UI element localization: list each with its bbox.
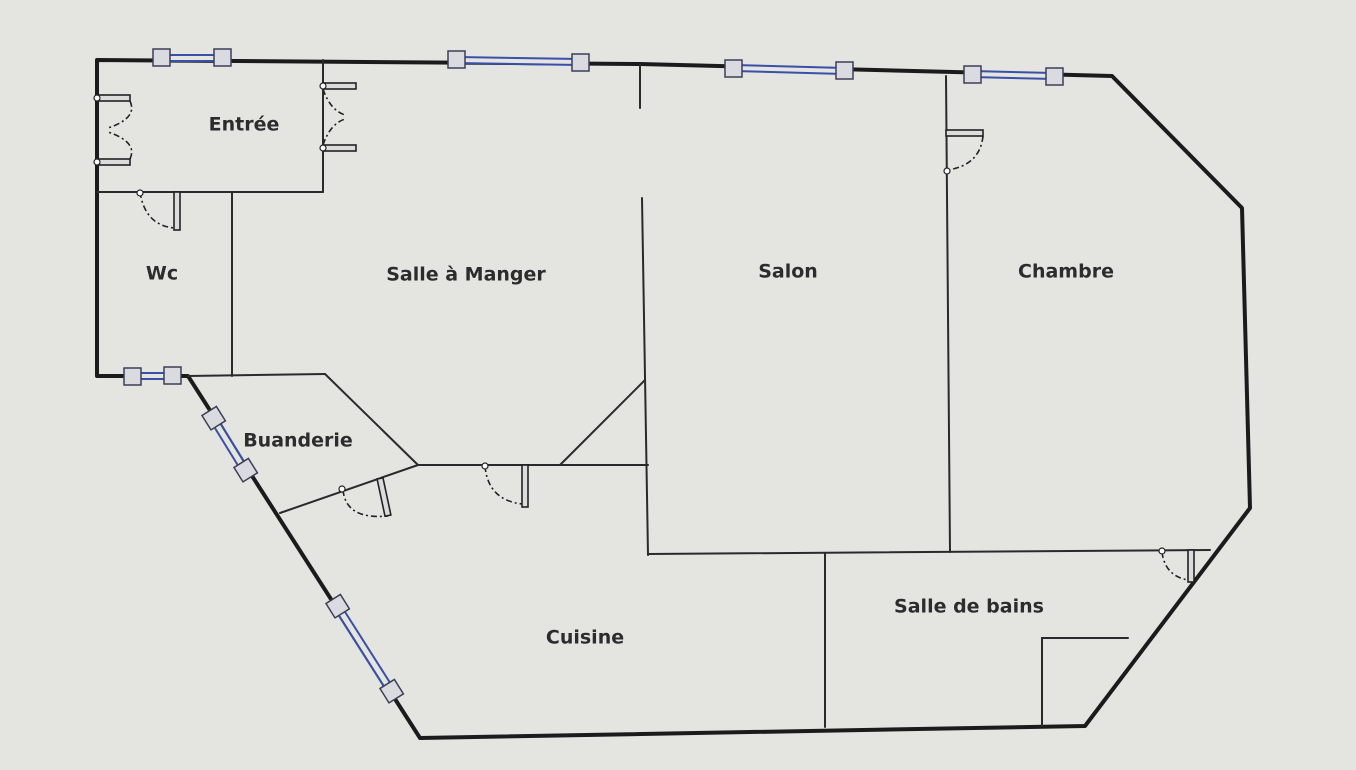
label-salle-a-manger: Salle à Manger <box>386 264 546 286</box>
wall-buanderie-bottom <box>279 464 419 514</box>
window-cuisine <box>324 593 405 704</box>
doors <box>93 82 1195 583</box>
door-wc <box>136 189 181 231</box>
wall-salon-left <box>641 197 649 556</box>
wall-buanderie-top <box>187 373 326 377</box>
label-buanderie: Buanderie <box>243 430 353 452</box>
window-chambre <box>963 65 1064 86</box>
door-chambre <box>943 129 984 175</box>
wall-salon-bottom <box>647 549 1211 555</box>
label-entree: Entrée <box>209 114 280 136</box>
door-cuisine <box>481 462 529 508</box>
door-entree-dining <box>319 82 357 152</box>
shower-outline <box>1041 637 1129 727</box>
window-salon <box>724 59 854 80</box>
label-cuisine: Cuisine <box>546 627 624 649</box>
wall-dining-diagonal <box>559 379 646 466</box>
label-wc: Wc <box>146 263 178 285</box>
exterior-wall-outline <box>95 58 1252 740</box>
window-wc <box>123 366 182 386</box>
wall-buanderie-diagonal <box>324 373 419 466</box>
window-salle-a-manger <box>447 50 590 72</box>
label-salon: Salon <box>758 261 818 283</box>
window-buanderie <box>200 405 259 483</box>
door-entree-front <box>93 94 133 166</box>
door-buanderie <box>338 476 392 518</box>
exterior-walls <box>95 58 1252 740</box>
wall-chambre-left <box>945 75 951 553</box>
window-entree <box>152 48 232 67</box>
label-chambre: Chambre <box>1018 261 1114 283</box>
label-salle-de-bains: Salle de bains <box>894 596 1044 618</box>
windows <box>123 48 1064 704</box>
room-labels: Entrée Wc Salle à Manger Salon Chambre B… <box>146 114 1114 649</box>
door-salle-de-bains <box>1158 547 1195 583</box>
interior-walls <box>96 59 1211 728</box>
